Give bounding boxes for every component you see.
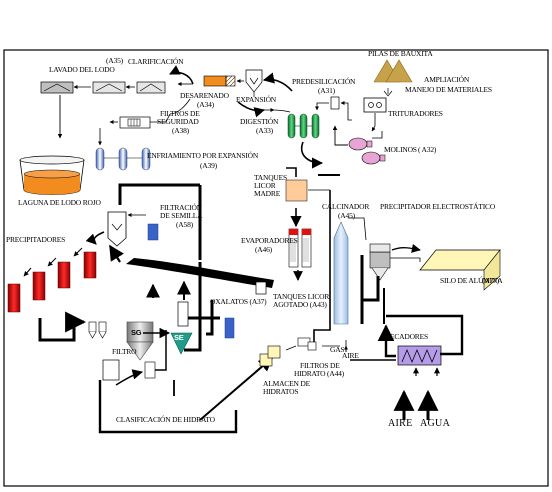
- clarificacion-thickener-2: [136, 81, 166, 94]
- aire-label: AIRE: [388, 418, 413, 429]
- a58-label: (A58): [176, 220, 193, 229]
- filtros-seguridad-label-1: FILTROS DE: [160, 109, 200, 118]
- a31-label: (A31): [318, 86, 335, 95]
- blue-tank-small: [224, 317, 235, 339]
- calcinador-label: CALCINADOR: [322, 202, 370, 211]
- tanques-licor-madre-label-2: LICOR: [254, 181, 276, 190]
- tanques-licor-madre-label-3: MADRE: [254, 189, 281, 198]
- clarificacion-thickener-1: [92, 81, 126, 94]
- secadores-dryer: [397, 345, 442, 366]
- almacen-label-2: HIDRATOS: [263, 387, 299, 396]
- clarificacion-label: CLARIFICACIÓN: [128, 57, 184, 66]
- sg-label: SG: [131, 328, 142, 337]
- laguna-lodo-label: LAGUNA DE LODO ROJO: [18, 198, 101, 207]
- molinos-mills: [348, 137, 386, 165]
- sg-separator: [126, 321, 156, 379]
- manejo-materiales-label: MANEJO DE MATERIALES: [405, 85, 492, 94]
- a45-label: (A45): [338, 211, 355, 220]
- tanque-licor-madre: [285, 179, 308, 202]
- filtracion-semilla-label-2: DE SEMILLA: [160, 211, 203, 220]
- desarenado-unit: [203, 75, 236, 87]
- lavado-lodo-thickener: [40, 81, 74, 94]
- filtros-hidrato-label-1: FILTROS DE: [300, 361, 340, 370]
- almacen-label-1: ALMACEN DE: [263, 379, 310, 388]
- a35-label: (A35): [106, 56, 123, 65]
- se-label: SE: [174, 333, 184, 342]
- a46-label: (A46): [255, 245, 272, 254]
- aire-small-label: AIRE: [342, 351, 359, 360]
- filtros-seguridad-unit: [119, 116, 151, 129]
- filtros-hidrato-label-2: HIDRATO (A44): [294, 369, 344, 378]
- a39-label: (A39): [200, 161, 217, 170]
- precipitadores-label: PRECIPITADORES: [6, 235, 66, 244]
- desarenado-label: DESARENADO: [180, 91, 229, 100]
- expansion-funnel: [245, 69, 263, 97]
- expansion-label: EXPANSIÓN: [236, 95, 277, 104]
- bauxite-piles: [373, 59, 413, 83]
- agotado-label: AGOTADO (A43): [273, 300, 327, 309]
- lavado-lodo-label: LAVADO DEL LODO: [49, 65, 115, 74]
- tanques-licor-agotado-label: TANQUES LICOR: [273, 292, 330, 301]
- digestion-label: DIGESTIÓN: [240, 117, 279, 126]
- semilla-blue-tank: [147, 223, 159, 241]
- a34-label: (A34): [197, 100, 214, 109]
- a77-label: (A77): [482, 276, 499, 285]
- trituradores-unit: [363, 97, 387, 113]
- filtro-label: FILTRO: [112, 347, 137, 356]
- enfriamiento-label: ENFRIAMIENTO POR EXPANSIÓN: [147, 151, 259, 160]
- filtros-hidrato: [285, 337, 317, 351]
- calcinador-kiln: [333, 221, 349, 325]
- evaporadores-units: [288, 228, 312, 268]
- predesilicacion-label: PREDESILICACIÓN: [292, 77, 356, 86]
- enfriamiento-vessels: [95, 147, 151, 171]
- precipitador-electro-label: PRECIPITADOR ELECTROSTÁTICO: [380, 202, 496, 211]
- silo-alumina-label: SILO DE ALÚMINA: [440, 276, 503, 285]
- precipitadores-tanks: [7, 247, 97, 313]
- pilas-bauxita-label: PILAS DE BAUXITA: [368, 49, 433, 58]
- return-flow-arrow: [126, 258, 274, 288]
- silo-alumina: [419, 249, 501, 291]
- agua-label: AGUA: [420, 418, 451, 429]
- predesilicacion-tank: [330, 96, 340, 110]
- small-cyclones: [88, 321, 107, 339]
- almacen-hidratos: [259, 345, 281, 367]
- tanques-licor-madre-label-1: TANQUES: [254, 173, 287, 182]
- a32-label: ( A32): [418, 145, 437, 154]
- gas-label: GAS: [330, 345, 345, 354]
- laguna-lodo-beaker: [19, 155, 85, 195]
- trituradores-label: TRITURADORES: [388, 109, 443, 118]
- digestion-vessels: [287, 113, 320, 139]
- se-separator: [170, 332, 193, 355]
- ampliacion-label: AMPLIACIÓN: [424, 75, 470, 84]
- secadores-label: SECADORES: [386, 332, 428, 341]
- a38-label: (A38): [172, 126, 189, 135]
- filtro-box: [102, 359, 120, 381]
- evaporadores-label: EVAPORADORES: [241, 236, 298, 245]
- precipitador-electrostatico: [369, 243, 391, 281]
- oxalatos-label: OXALATOS (A37): [210, 297, 267, 306]
- a33-label: (A33): [256, 126, 273, 135]
- diagram-frame: [3, 49, 549, 487]
- tanque-licor-agotado: [255, 281, 267, 295]
- filtracion-semilla-label-1: FILTRACIÓN: [160, 203, 202, 212]
- clasificacion-label: CLASIFICACIÓN DE HIDRATO: [116, 415, 215, 424]
- filtros-seguridad-label-2: SEGURIDAD: [157, 117, 199, 126]
- filtracion-semilla-filter: [107, 211, 127, 247]
- molinos-label: MOLINOS: [384, 145, 417, 154]
